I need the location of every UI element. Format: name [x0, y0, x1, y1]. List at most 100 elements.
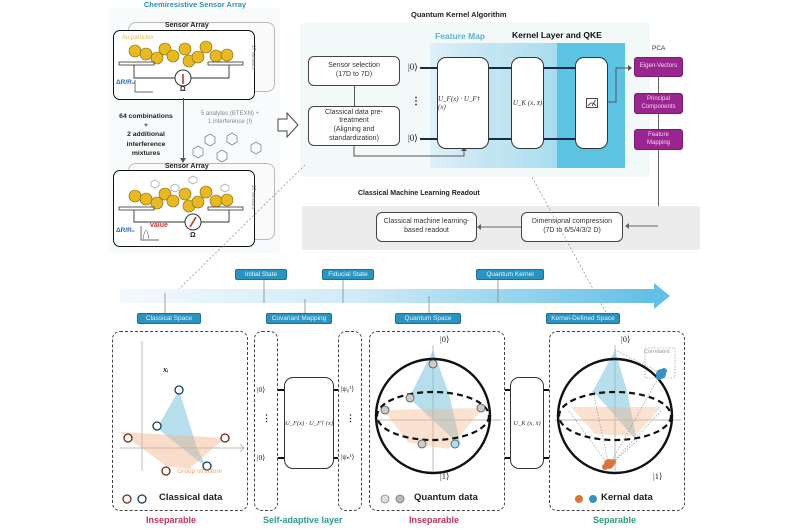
bloch-equator: [557, 390, 673, 442]
analytes-line: 1 interference (I): [207, 119, 253, 126]
pca-feature-mapping: Feature Mapping: [634, 129, 683, 150]
data-point: [123, 433, 133, 443]
data-point: [405, 393, 415, 403]
classical-plot: [120, 341, 245, 504]
sensor-array-bottom-label: Sensor Array: [165, 163, 209, 170]
analytes-text: 5 analytes (BTEXN) + 1 interference (I): [190, 110, 270, 126]
tag-initial-state: Initial State: [235, 269, 287, 280]
analytes-line: 5 analytes (BTEXN) +: [200, 111, 260, 117]
quantum-legend-label: Quantum data: [414, 492, 478, 503]
box-line: (Aligning and: [333, 126, 375, 133]
kernel-blue-cluster: [656, 368, 667, 380]
mapping-caption: Self-adaptive layer: [263, 515, 343, 525]
data-point: [428, 359, 438, 369]
sensor-bottom-circuit: [118, 175, 244, 241]
orange-region: [571, 407, 661, 436]
data-point: [380, 405, 390, 415]
quantum-ket-bottom: |1⟩: [440, 471, 450, 481]
classical-legend-label: Classical data: [159, 492, 223, 503]
kernel-space-panel: [549, 331, 685, 511]
data-point: [220, 433, 230, 443]
correlated-label: Correlated: [644, 349, 670, 355]
data-point: [661, 368, 667, 374]
process-arrow-icon: [277, 111, 299, 139]
kernel-layer-label: Kernel Layer and QKE: [512, 30, 602, 40]
ket-bottom: |0⟩: [408, 133, 418, 143]
tag-kernel-defined-space: Kernel-Defined Space: [546, 313, 620, 324]
bloch-equator: [375, 390, 491, 442]
data-point: [602, 464, 608, 470]
sensor-panel-title: Chemiresistive Sensor Array: [143, 0, 247, 9]
au-particles-bottom: [128, 185, 234, 213]
kernel-space-gate[interactable]: U_K (x, x̄): [510, 377, 544, 469]
blue-region: [157, 390, 207, 468]
readout-title: Classical Machine Learning Readout: [358, 190, 480, 197]
kernel-ket-bottom: |1⟩: [653, 471, 663, 481]
measure-to-pca-connector: [608, 65, 632, 103]
legend-blue-point: [589, 495, 597, 503]
box-line: (7D to 6/5/4/3/2 D): [543, 227, 601, 234]
qubit-ellipsis: ⋮: [411, 96, 421, 107]
sensor-array-top-label: Sensor Array: [165, 22, 209, 29]
data-point: [152, 421, 162, 431]
legend-point: [380, 494, 390, 504]
molecule-icons: [192, 132, 262, 163]
mapping-ket-in-bottom: |0⟩: [257, 453, 266, 462]
blue-region: [593, 350, 637, 441]
classical-data-points: [123, 385, 230, 476]
quantum-caption: Inseparable: [409, 515, 460, 525]
mapping-panel-left: [254, 331, 278, 511]
box-line: Dimensional compression: [531, 218, 613, 226]
dimensional-compression-box: Dimensional compression(7D to 6/5/4/3/2 …: [521, 212, 623, 242]
legend-blue-point: [137, 494, 147, 504]
bloch-sphere-quantum: [374, 345, 501, 504]
quantum-ket-top: |0⟩: [440, 334, 450, 344]
ml-readout-box: Classical machine learning-based readout: [376, 212, 477, 242]
qubit-wire-bottom: [420, 138, 582, 140]
readout-band: [302, 206, 700, 250]
data-point: [202, 461, 212, 471]
signal-label-bottom: ΔR/R₀: [116, 227, 135, 234]
ohm-label-bottom: Ω: [190, 232, 196, 239]
feature-map-gate[interactable]: U_F(x) · U_F† (x): [437, 57, 489, 149]
selection-connector: [354, 86, 355, 106]
data-point: [450, 439, 460, 449]
pca-to-readout-connector: [658, 150, 659, 226]
pretreatment-box: Classical data pre-treatment(Aligning an…: [308, 106, 400, 146]
pca-principal-components: Principal Components: [634, 93, 683, 114]
kernel-gate[interactable]: U_K (x, x̄): [511, 57, 544, 149]
group-structure-label: Group structure: [177, 468, 223, 475]
combinations-text: 64 combinations + 2 additional interfere…: [112, 112, 180, 158]
combinations-line: interference: [126, 140, 166, 148]
legend-point: [395, 494, 405, 504]
kernel-orange-cluster: [602, 459, 616, 470]
box-line: standardization): [329, 134, 379, 142]
algorithm-title: Quantum Kernel Algorithm: [411, 10, 507, 19]
box-line: treatment: [339, 117, 369, 125]
orange-region: [383, 408, 483, 449]
pca-title: PCA: [652, 45, 666, 52]
pca-connector: [658, 114, 659, 129]
kernel-legend-label: Kernal data: [601, 492, 653, 503]
pca-connector: [658, 77, 659, 93]
legend-orange-point: [575, 495, 583, 503]
flow-arrow-head: [180, 158, 186, 163]
mapping-ket-out-top: |ψ₀¹⟩: [341, 385, 355, 393]
data-point: [161, 466, 171, 476]
value-label: value: [150, 222, 168, 229]
data-point: [476, 403, 486, 413]
data-point: [174, 385, 184, 395]
box-line: (17D to 7D): [335, 71, 373, 78]
tag-quantum-space: Quantum Space: [395, 313, 461, 324]
au-particles-top: [128, 40, 234, 68]
readout-arrows: [477, 223, 658, 230]
tag-fiducial-state: Fiducial State: [322, 269, 374, 280]
timeline-arrow-body: [120, 289, 655, 303]
combinations-line: 64 combinations: [119, 113, 173, 120]
covariant-mapping-gate[interactable]: U_F(x) · U_F† (x): [284, 377, 334, 469]
measurement-gate[interactable]: [575, 57, 608, 149]
ket-top: |0⟩: [408, 62, 418, 72]
legend-orange-point: [122, 494, 132, 504]
ohm-label-top: Ω: [180, 86, 186, 93]
